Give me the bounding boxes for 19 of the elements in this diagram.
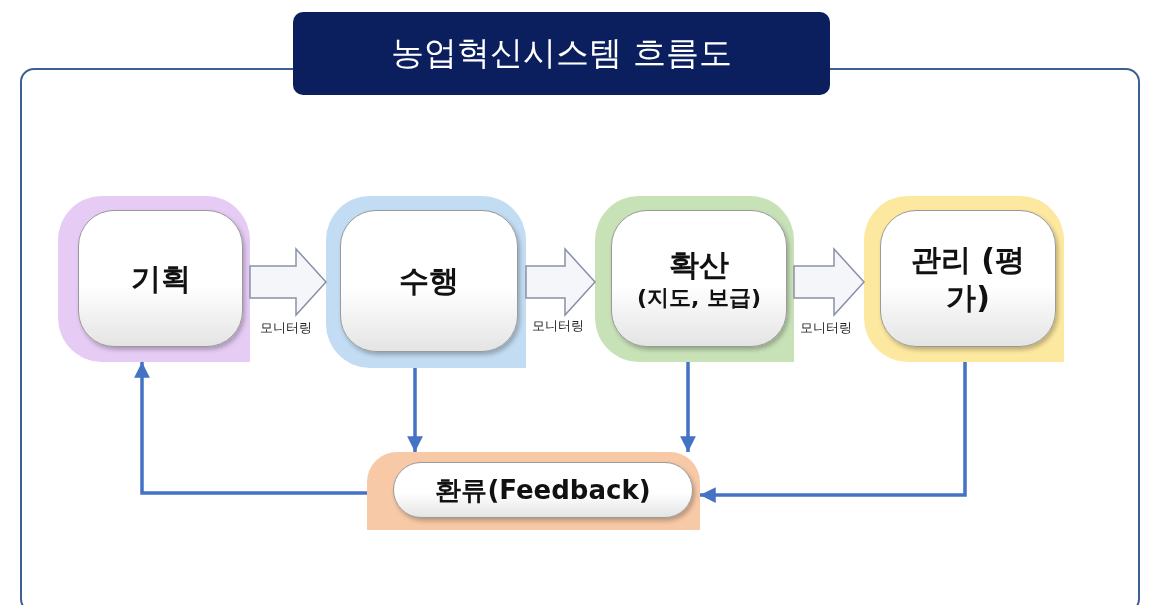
process-box	[595, 196, 794, 362]
box-label: 수행	[399, 262, 459, 300]
box-label: 관리 (평가)	[909, 241, 1027, 316]
process-box	[326, 196, 526, 368]
process-box	[58, 196, 250, 362]
box-label: 기획	[130, 259, 191, 298]
box-label: (지도, 보급)	[636, 283, 762, 311]
title-text: 농업혁신시스템 흐름도	[391, 32, 732, 74]
process-box	[864, 196, 1064, 362]
block-arrow	[525, 247, 596, 317]
feedback-box	[367, 452, 700, 530]
box-label: 환류(Feedback)	[435, 473, 651, 507]
arrow	[680, 362, 696, 452]
arrow	[407, 368, 423, 452]
block-arrow	[249, 247, 327, 317]
box-label: 확산	[669, 246, 729, 284]
block-arrow	[793, 247, 865, 317]
arrow	[700, 362, 967, 503]
arrow	[134, 362, 367, 495]
